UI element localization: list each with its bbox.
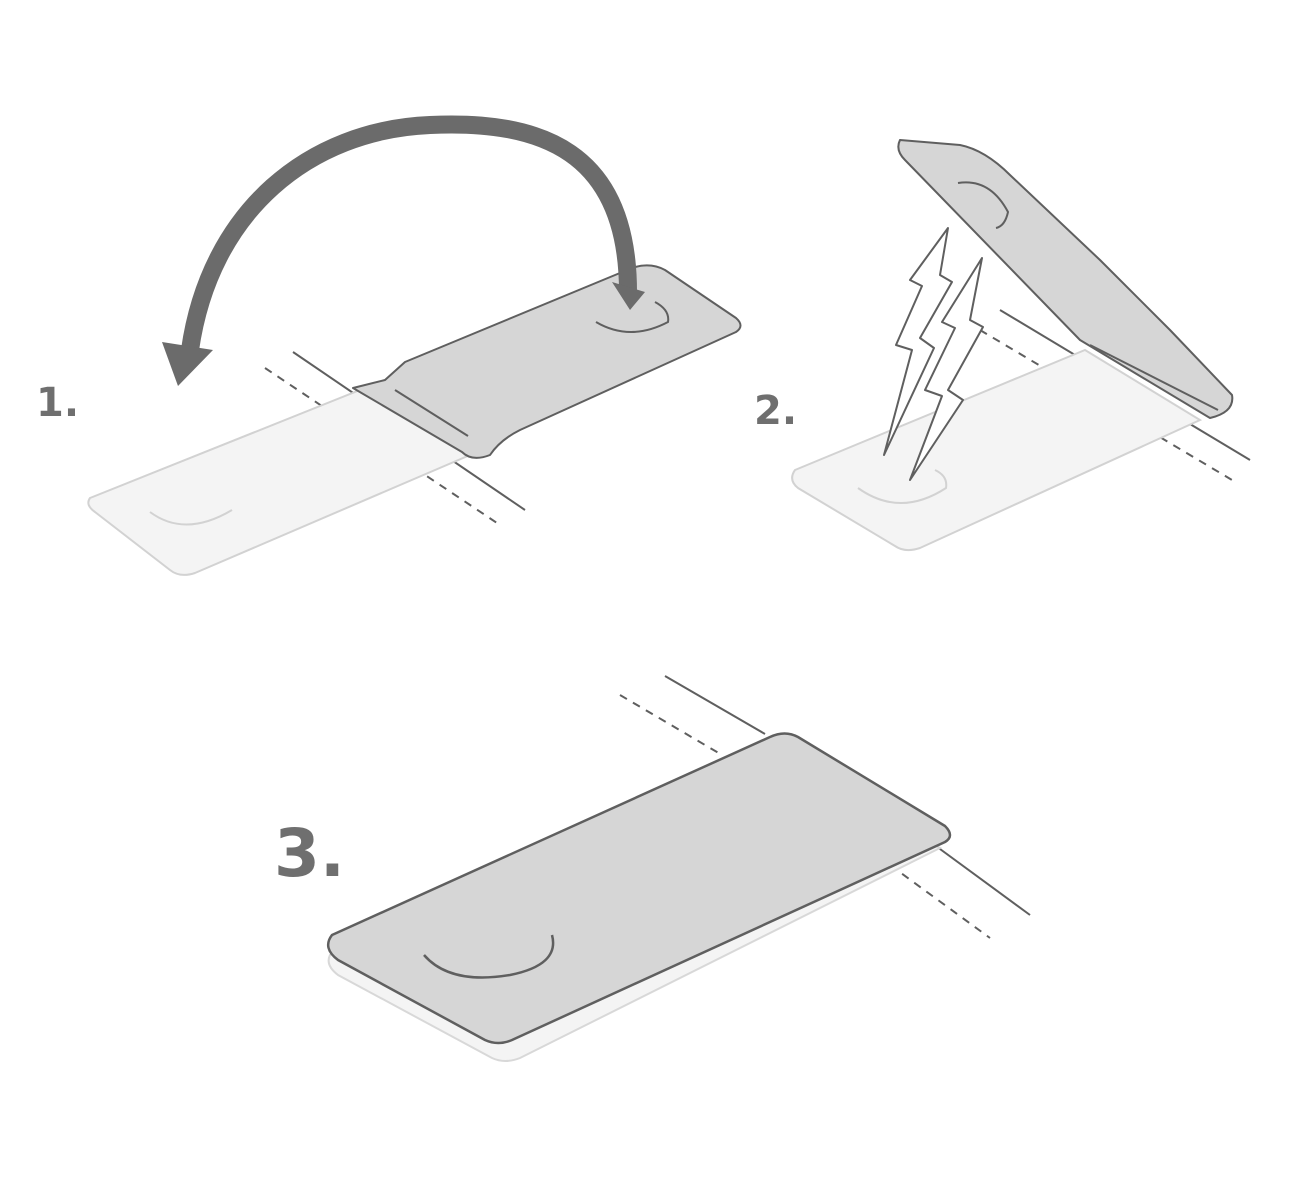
step2-velcro-dot-outline [857, 469, 948, 504]
step-1-panel: 1. [36, 115, 742, 576]
step3-fabric-stitch-line-top [619, 694, 723, 756]
step1-tab-lifted-part [352, 264, 742, 459]
step1-velcro-dot [595, 301, 670, 333]
step3-fabric-edge-line-top [664, 675, 766, 735]
step3-fabric-edge-line-bottom [924, 837, 1031, 916]
step2-velcro-dot [957, 181, 1010, 229]
curved-fold-arrow-icon [162, 115, 645, 386]
step2-tab-raised-flap [897, 139, 1234, 419]
step3-tab-top-layer [326, 732, 952, 1045]
step2-fabric-stitch-line [979, 329, 1233, 481]
step3-fabric-stitch-line-bottom [889, 864, 991, 939]
step-2-label: 2. [754, 388, 797, 434]
step2-flap-inner-fold [1089, 344, 1219, 411]
step-2-panel: 2. [754, 139, 1251, 552]
step-3-label: 3. [274, 815, 345, 892]
step-1-label: 1. [36, 380, 79, 426]
lightning-bolt-icon [883, 227, 984, 481]
step3-velcro-dot [423, 934, 555, 979]
step1-tab-fold-line [394, 389, 469, 437]
step-3-panel: 3. [274, 675, 1031, 1062]
step1-velcro-dot-outline [149, 509, 233, 526]
step1-tab-flat-part [87, 388, 473, 576]
step2-tab-flat-part [791, 348, 1203, 552]
